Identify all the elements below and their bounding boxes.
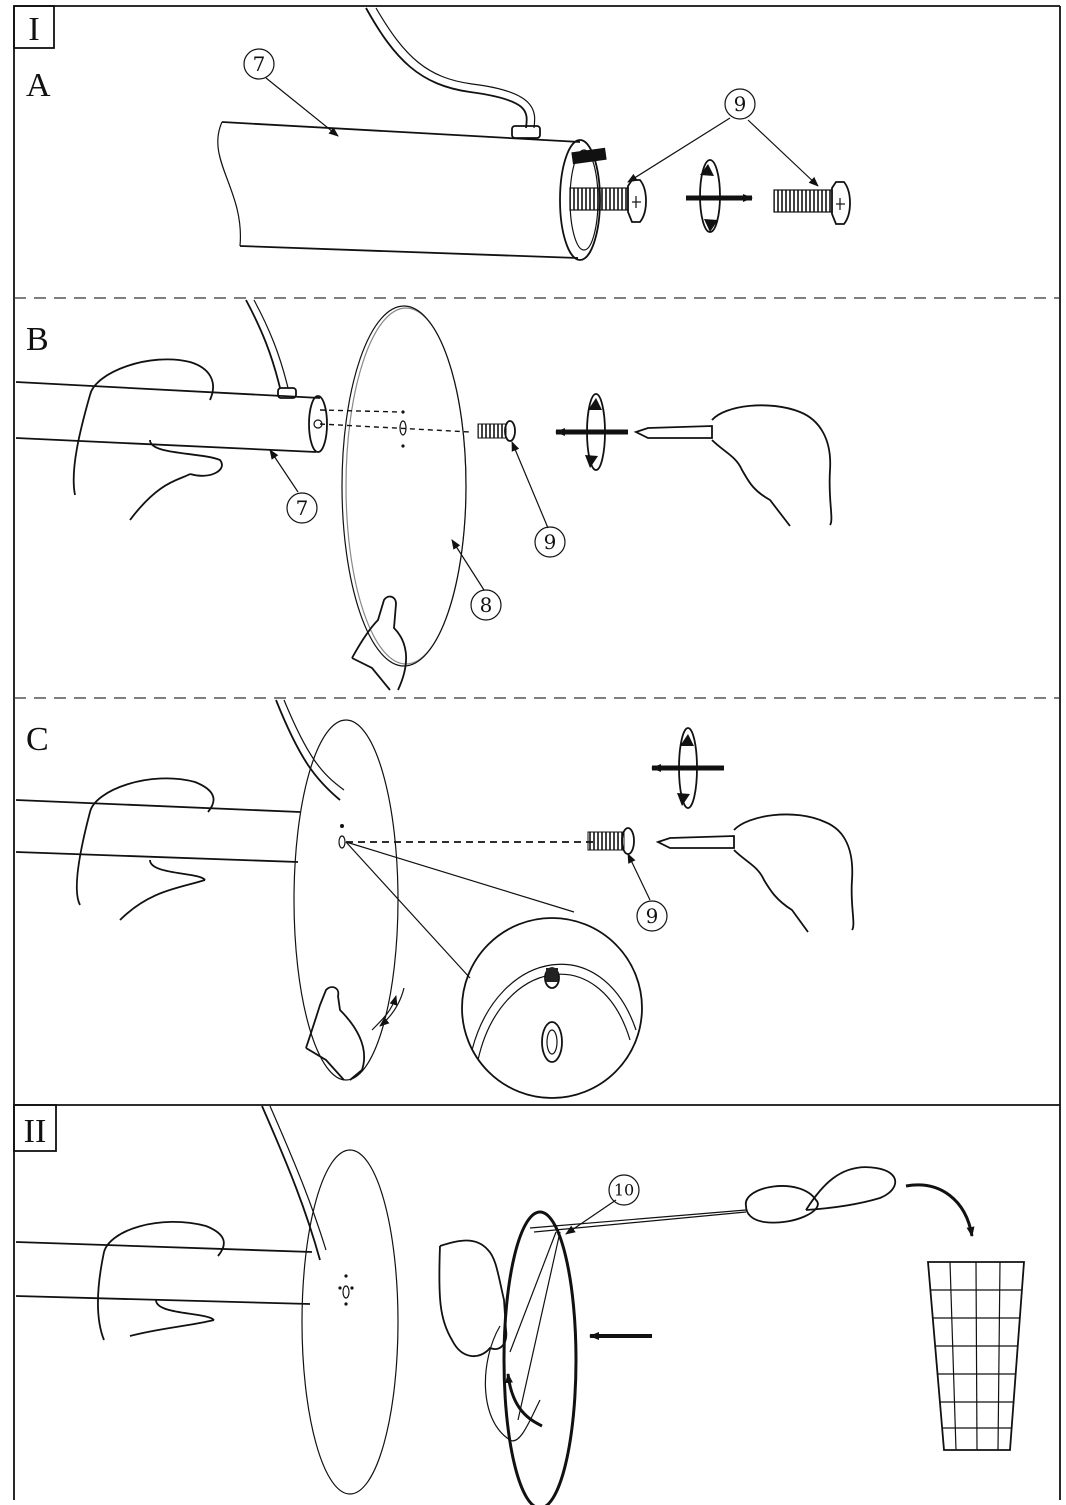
part-number-8-b: 8 xyxy=(480,593,493,617)
step-ii-illustration xyxy=(15,1105,1025,1505)
power-cable-ii xyxy=(261,1105,321,1261)
hand-peeling-film xyxy=(438,1239,508,1357)
hand-holding-tube xyxy=(72,358,223,521)
removed-screw xyxy=(773,189,833,213)
callout-7-step-b xyxy=(286,492,318,524)
magnified-detail-circle xyxy=(461,917,643,1099)
removed-film xyxy=(745,1185,819,1224)
cable-grommet xyxy=(511,125,541,139)
lamp-tube-b xyxy=(15,381,321,453)
callout-9-step-c xyxy=(636,900,668,932)
callout-9-step-b xyxy=(534,526,566,558)
step-b-illustration xyxy=(15,299,833,691)
power-cable-b xyxy=(245,299,281,389)
section-label-I: I xyxy=(28,11,39,48)
power-cable-c xyxy=(275,699,341,801)
section-box-I xyxy=(13,5,55,49)
part-number-10: 10 xyxy=(614,1181,634,1200)
part-number-7-a: 7 xyxy=(253,52,266,76)
step-c-illustration xyxy=(15,699,855,1099)
part-number-7-b: 7 xyxy=(296,496,309,520)
protective-film-disc xyxy=(502,1210,578,1505)
section-box-II xyxy=(13,1104,57,1152)
hand-holding-tube-c xyxy=(75,777,215,921)
callout-7-step-a xyxy=(243,48,275,80)
screwdriver-b xyxy=(633,425,713,439)
power-cable xyxy=(365,7,528,129)
hand-with-screwdriver-b xyxy=(711,404,833,527)
section-label-II: II xyxy=(24,1113,47,1150)
hand-holding-tube-ii xyxy=(97,1221,225,1341)
lamp-tube-ii xyxy=(15,1241,313,1305)
screw-in-tube xyxy=(569,187,629,211)
discard-arrow xyxy=(905,1183,975,1237)
trash-bin-icon xyxy=(927,1261,1025,1451)
callout-9-step-a xyxy=(724,88,756,120)
lamp-tube xyxy=(221,121,581,259)
hand-holding-plate xyxy=(351,595,407,691)
base-plate xyxy=(341,305,467,667)
peel-direction-arrow xyxy=(505,1373,543,1428)
screw-b xyxy=(477,423,507,439)
base-plate-ii xyxy=(301,1149,399,1495)
section-label-A: A xyxy=(26,67,51,104)
part-number-9-b: 9 xyxy=(544,530,557,554)
step-a-illustration xyxy=(217,7,851,261)
part-number-9-c: 9 xyxy=(646,904,659,928)
base-plate-c xyxy=(293,719,399,1081)
lamp-tube-c xyxy=(15,799,301,863)
part-number-9-a: 9 xyxy=(734,92,747,116)
callout-10-step-ii xyxy=(608,1174,640,1206)
callout-8-step-b xyxy=(470,589,502,621)
section-label-B: B xyxy=(26,321,49,358)
section-label-C: C xyxy=(26,721,49,758)
hand-holding-plate-c xyxy=(305,986,365,1081)
screwdriver-c xyxy=(655,835,735,849)
frame xyxy=(13,5,1061,1500)
screw-c xyxy=(587,831,625,851)
hand-with-screwdriver-c xyxy=(733,813,855,933)
